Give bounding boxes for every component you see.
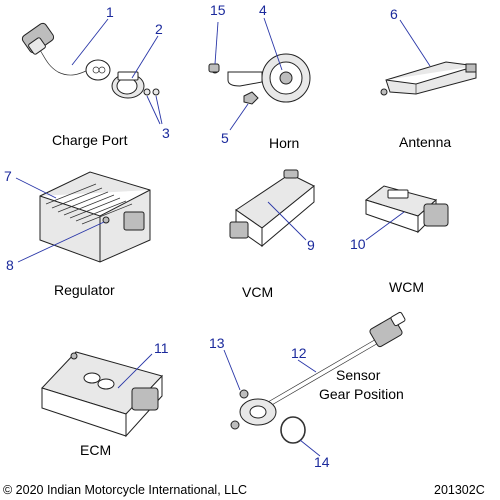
label-charge-port: Charge Port: [52, 132, 128, 148]
callout-6: 6: [390, 6, 398, 22]
callout-13: 13: [209, 335, 225, 351]
callout-9: 9: [307, 237, 315, 253]
callout-2: 2: [155, 21, 163, 37]
copyright-text: © 2020 Indian Motorcycle International, …: [3, 483, 247, 497]
label-wcm: WCM: [389, 279, 424, 295]
callout-11: 11: [154, 340, 169, 356]
label-antenna: Antenna: [399, 134, 451, 150]
label-regulator: Regulator: [54, 282, 115, 298]
vcm-illustration: [229, 169, 315, 248]
antenna-illustration: [380, 61, 477, 96]
callout-7: 7: [4, 168, 12, 184]
charge-port-illustration: [21, 22, 160, 99]
callout-numbers: 1 2 3 4 5 6 7 8 9 10 11 12 13 14 15: [4, 2, 398, 470]
gear-position-sensor-illustration: [230, 311, 406, 444]
callout-14: 14: [314, 454, 330, 470]
callout-15: 15: [210, 2, 226, 18]
diagram-code: 201302C: [434, 483, 485, 497]
label-horn: Horn: [269, 135, 299, 151]
callout-12: 12: [291, 345, 307, 361]
horn-illustration: [208, 53, 311, 105]
callout-8: 8: [6, 257, 14, 273]
ecm-illustration: [41, 351, 163, 438]
label-sensor: Sensor: [336, 367, 381, 383]
label-vcm: VCM: [242, 284, 273, 300]
wcm-illustration: [364, 185, 449, 234]
leader-lines: [15, 17, 431, 457]
callout-4: 4: [259, 2, 267, 18]
label-gear-position: Gear Position: [319, 386, 404, 402]
group-labels: Charge Port Horn Antenna Regulator VCM W…: [52, 132, 451, 458]
label-ecm: ECM: [80, 442, 111, 458]
callout-3: 3: [162, 125, 170, 141]
regulator-illustration: [39, 171, 151, 263]
callout-10: 10: [350, 236, 366, 252]
callout-5: 5: [221, 130, 229, 146]
footer: © 2020 Indian Motorcycle International, …: [3, 483, 485, 497]
callout-1: 1: [106, 4, 114, 20]
